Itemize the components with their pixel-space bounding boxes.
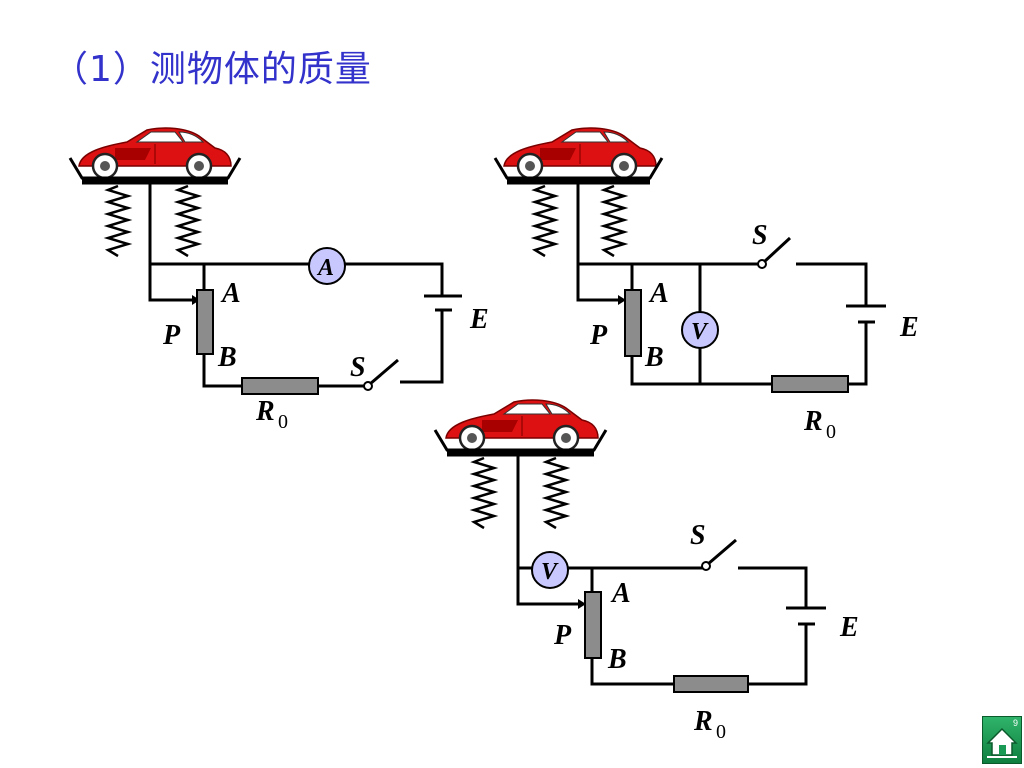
resistor-r-label: R — [803, 406, 823, 437]
car-icon — [502, 126, 658, 180]
spring-left — [106, 184, 130, 258]
end-b-label: B — [217, 342, 237, 373]
slider-p-label: P — [589, 320, 608, 351]
resistor-r0 — [771, 375, 849, 393]
diagram-ammeter: A A B P E S R 0 — [68, 126, 489, 433]
end-a-label: A — [610, 578, 631, 609]
spring-left — [533, 184, 557, 258]
voltmeter-label: V — [541, 559, 559, 585]
page-number: 9 — [1012, 718, 1018, 728]
ammeter: A — [308, 247, 346, 285]
voltmeter: V — [681, 311, 719, 349]
end-b-label: B — [607, 644, 627, 675]
slider-p-label: P — [553, 620, 572, 651]
switch — [701, 538, 737, 571]
resistor-r0 — [673, 675, 749, 693]
scale-tray — [433, 429, 608, 452]
slider-p-label: P — [162, 320, 181, 351]
scale-tray — [493, 157, 664, 180]
spring-right — [544, 456, 568, 530]
end-b-label: B — [644, 342, 664, 373]
voltmeter-label: V — [691, 319, 709, 345]
resistor-sub-label: 0 — [716, 721, 726, 743]
switch — [363, 358, 399, 391]
resistor-sub-label: 0 — [826, 421, 836, 443]
home-icon — [986, 727, 1018, 758]
car-icon — [444, 398, 600, 452]
voltmeter: V — [531, 551, 569, 589]
resistor-r0 — [241, 377, 319, 395]
resistor-sub-label: 0 — [278, 411, 288, 433]
car-icon — [77, 126, 233, 180]
spring-left — [472, 456, 496, 530]
switch-s-label: S — [752, 220, 768, 251]
rheostat — [196, 289, 214, 355]
battery-e-label: E — [469, 304, 489, 335]
home-button[interactable]: 9 — [982, 716, 1022, 764]
battery-e-label: E — [899, 312, 919, 343]
end-a-label: A — [220, 278, 241, 309]
diagram-voltmeter-parallel: V A B P E S R 0 — [493, 126, 919, 443]
switch-s-label: S — [690, 520, 706, 551]
rheostat — [624, 289, 642, 357]
scale-tray — [68, 157, 242, 180]
resistor-r-label: R — [693, 706, 713, 737]
end-a-label: A — [648, 278, 669, 309]
battery-e-label: E — [839, 612, 859, 643]
spring-right — [602, 184, 626, 258]
slide-title: （1）测物体的质量 — [52, 49, 372, 90]
switch — [757, 236, 792, 269]
resistor-r-label: R — [255, 396, 275, 427]
ammeter-label: A — [316, 255, 334, 281]
diagram-voltmeter-series: V A B P E S R 0 — [433, 398, 859, 743]
switch-s-label: S — [350, 352, 366, 383]
rheostat — [584, 591, 602, 659]
spring-right — [176, 184, 200, 258]
